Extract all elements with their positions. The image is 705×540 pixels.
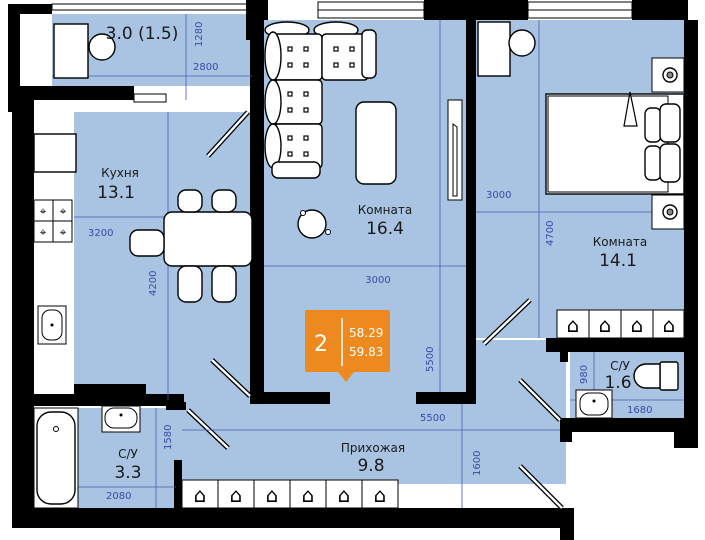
- hallway-label: Прихожая: [341, 441, 405, 455]
- walls: [8, 0, 698, 540]
- hanger-icon: ⌂: [663, 313, 676, 337]
- kitchen-furniture: ⌖ ⌖ ⌖ ⌖: [33, 112, 253, 394]
- balcony-area: 3.0 (1.5): [106, 24, 179, 44]
- nightstand-icon: [651, 57, 685, 93]
- dim-bath-small-height: 980: [579, 365, 590, 384]
- dim-balcony-height: 1280: [194, 22, 205, 47]
- svg-text:⌖: ⌖: [40, 204, 47, 218]
- chair-icon: [177, 189, 203, 213]
- dim-hallway-height: 1600: [472, 451, 483, 476]
- hallway-wardrobe: ⌂ ⌂ ⌂ ⌂ ⌂ ⌂: [181, 479, 399, 509]
- badge-room-count: 2: [314, 332, 328, 357]
- bath-small-area: 1.6: [604, 373, 631, 393]
- dim-living-height: 5500: [425, 347, 436, 372]
- hanger-icon: ⌂: [631, 313, 644, 337]
- dimension-labels: 1280 2800 3200 4200 3000 5500 3000 4700 …: [88, 22, 652, 502]
- bath-small-label: С/У: [610, 359, 630, 373]
- armchair-icon: [297, 209, 331, 239]
- hallway-area: 9.8: [357, 456, 384, 476]
- dim-bath-large-width: 2080: [106, 491, 131, 502]
- hanger-icon: ⌂: [567, 313, 580, 337]
- dim-bedroom-width: 3000: [486, 190, 511, 201]
- bathtub-icon: [33, 407, 79, 509]
- bedroom-furniture: [477, 21, 685, 230]
- dim-bath-large-height: 1580: [163, 425, 174, 450]
- area-badge: 2 58.29 59.83: [305, 310, 390, 382]
- balcony-furniture: [53, 23, 116, 79]
- desk-icon: [477, 21, 511, 77]
- svg-text:⌖: ⌖: [60, 225, 67, 239]
- svg-text:⌖: ⌖: [40, 225, 47, 239]
- dim-living-width: 3000: [365, 275, 390, 286]
- coffee-table-icon: [355, 101, 397, 185]
- hanger-icon: ⌂: [374, 483, 387, 507]
- sink-icon: [575, 389, 613, 419]
- chair-icon: [508, 29, 536, 57]
- kitchen-area: 13.1: [97, 183, 135, 203]
- hanger-icon: ⌂: [338, 483, 351, 507]
- chair-icon: [211, 265, 237, 303]
- dim-kitchen-width: 3200: [88, 228, 113, 239]
- dining-table-icon: [129, 189, 253, 303]
- fridge-icon: [33, 133, 77, 173]
- hanger-icon: ⌂: [266, 483, 279, 507]
- dim-hallway-width: 5500: [420, 413, 445, 424]
- living-room-furniture: [264, 21, 463, 239]
- room-labels: 3.0 (1.5) Кухня 13.1 Комната 16.4 Комнат…: [97, 24, 647, 483]
- hanger-icon: ⌂: [302, 483, 315, 507]
- dim-kitchen-height: 4200: [148, 271, 159, 296]
- nightstand-icon: [651, 194, 685, 230]
- bath-small-furniture: [575, 361, 679, 419]
- bedroom-wardrobe: ⌂ ⌂ ⌂ ⌂: [556, 309, 685, 339]
- hanger-icon: ⌂: [194, 483, 207, 507]
- chair-icon: [177, 265, 203, 303]
- bath-large-area: 3.3: [114, 463, 141, 483]
- chair-icon: [88, 33, 116, 61]
- sink-icon: [37, 305, 67, 345]
- bedroom-area: 14.1: [599, 251, 637, 271]
- chair-icon: [211, 189, 237, 213]
- dim-balcony-width: 2800: [193, 62, 218, 73]
- chair-icon: [129, 229, 165, 257]
- table-icon: [53, 23, 89, 79]
- badge-area-total: 59.83: [349, 345, 383, 359]
- hanger-icon: ⌂: [230, 483, 243, 507]
- living-room-label: Комната: [358, 203, 412, 217]
- living-room-area: 16.4: [366, 219, 404, 239]
- doors: [186, 110, 564, 510]
- sink-icon: [101, 405, 141, 433]
- kitchen-label: Кухня: [101, 166, 139, 180]
- dim-bedroom-height: 4700: [545, 221, 556, 246]
- stove-icon: ⌖ ⌖ ⌖ ⌖: [33, 199, 73, 243]
- bedroom-label: Комната: [593, 235, 647, 249]
- bed-icon: [545, 91, 685, 195]
- tv-icon: [447, 99, 463, 201]
- sofa-icon: [264, 21, 377, 179]
- bath-large-label: С/У: [118, 447, 138, 461]
- dim-bath-small-width: 1680: [627, 405, 652, 416]
- badge-area-living: 58.29: [349, 326, 383, 340]
- toilet-icon: [633, 361, 679, 391]
- bath-large-furniture: [33, 405, 141, 509]
- hanger-icon: ⌂: [599, 313, 612, 337]
- svg-text:⌖: ⌖: [60, 204, 67, 218]
